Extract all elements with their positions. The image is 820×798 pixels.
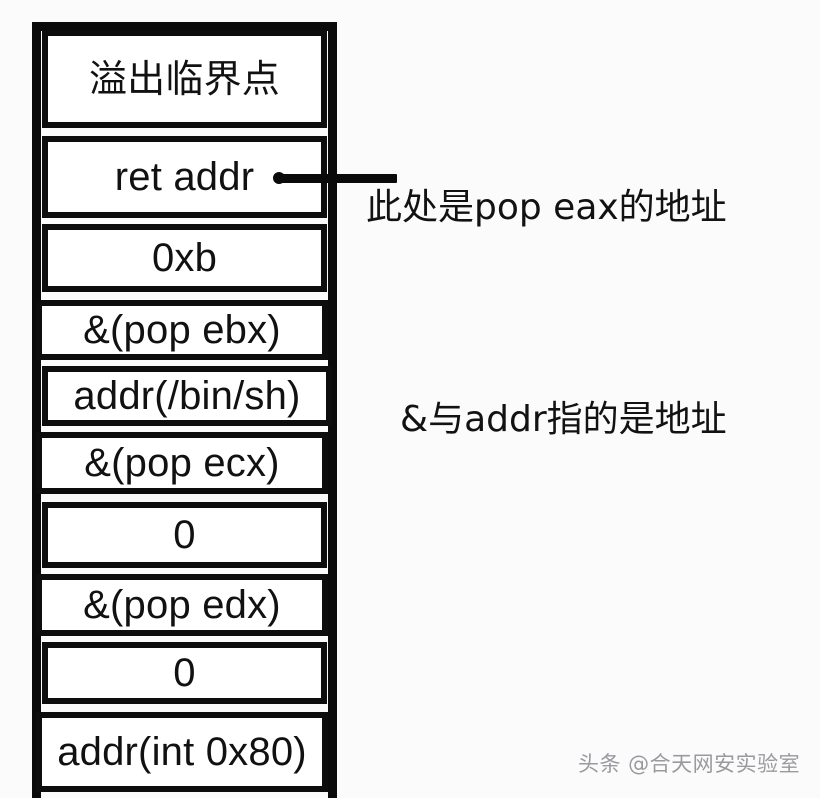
stack-cell-label: 0 [173,651,196,695]
stack-cell: 溢出临界点 [42,30,327,128]
watermark: 头条 @合天网安实验室 [578,752,801,776]
annotation-address-notation: &与addr指的是地址 [400,399,727,440]
stack-cell: addr(/bin/sh) [42,366,332,426]
stack-cell-label: &(pop ecx) [84,441,280,485]
stack-cell: &(pop edx) [36,574,328,636]
stack-cell: &(pop ebx) [36,300,328,360]
stack-cell-label: addr(int 0x80) [57,730,307,774]
stack-cell: addr(int 0x80) [36,712,328,792]
stack-cell-label: 0 [173,513,196,557]
stack-cell-label: 0xb [151,236,218,280]
stack-cell: 0 [42,642,327,704]
stack-cell-label: &(pop edx) [83,583,281,627]
annotation-ret-addr: 此处是pop eax的地址 [366,187,727,228]
stack-cell-label: addr(/bin/sh) [73,374,301,418]
stack-cell-label: ret addr [114,155,255,199]
stack-cell: &(pop ecx) [36,432,328,494]
stack-cell-label: 溢出临界点 [88,57,280,101]
stack-cell: 0 [42,502,327,568]
leader-line-ret-addr [277,174,397,183]
stack-cell: 0xb [42,224,327,292]
stack-cell-label: &(pop ebx) [83,308,281,352]
